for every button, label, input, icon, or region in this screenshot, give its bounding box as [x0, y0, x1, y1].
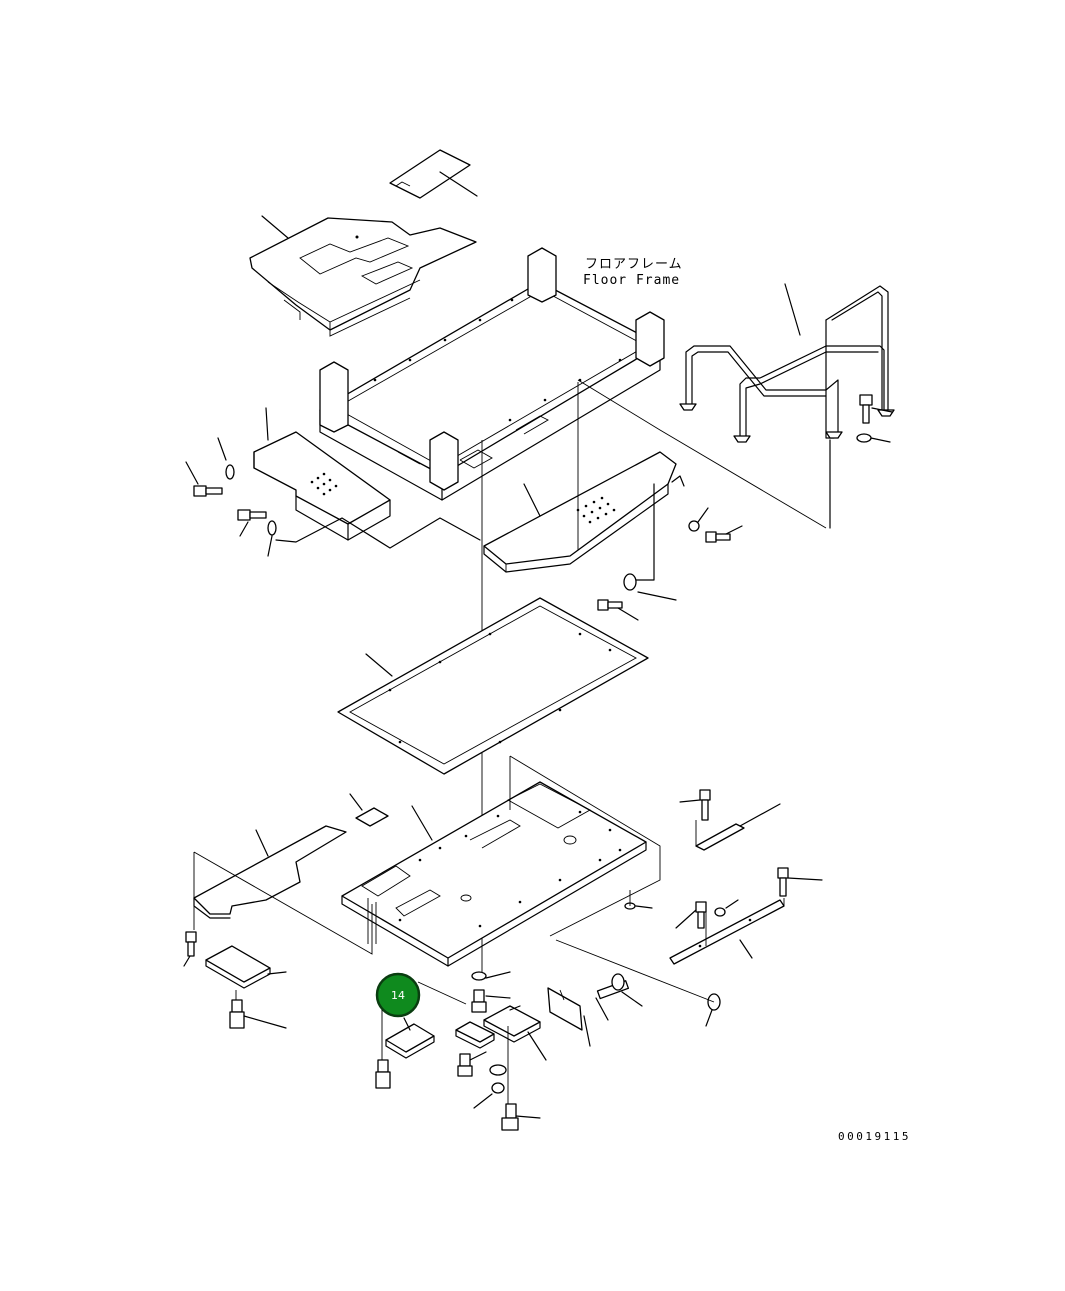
floor-frame-label-jp: フロアフレーム — [585, 257, 683, 272]
top-cover-plate — [389, 149, 478, 199]
right-lower-parts — [547, 789, 823, 1047]
callout-badge-circle[interactable] — [375, 972, 421, 1018]
right-perforated-cover — [483, 451, 685, 573]
right-cover-bolts — [597, 483, 743, 621]
handrail-bolt — [856, 394, 893, 443]
drawing-code: 00019115 — [838, 1130, 911, 1143]
gasket — [337, 597, 649, 775]
left-bolts — [185, 437, 481, 557]
small-square-pad — [349, 793, 389, 827]
lower-center-parts — [375, 971, 547, 1131]
bottom-floor-plate — [341, 755, 661, 967]
callout-number[interactable]: 14 — [391, 989, 405, 1002]
left-lower-bolts — [183, 931, 287, 1029]
floor-frame-label-en: Floor Frame — [583, 273, 680, 288]
handrail — [679, 283, 895, 529]
floor-mat — [249, 215, 477, 337]
left-step-cover — [253, 407, 391, 541]
floor-frame: フロアフレーム Floor Frame — [319, 247, 683, 501]
callout-badge[interactable]: 14 — [375, 972, 421, 1018]
left-bracket-plate — [193, 825, 373, 955]
